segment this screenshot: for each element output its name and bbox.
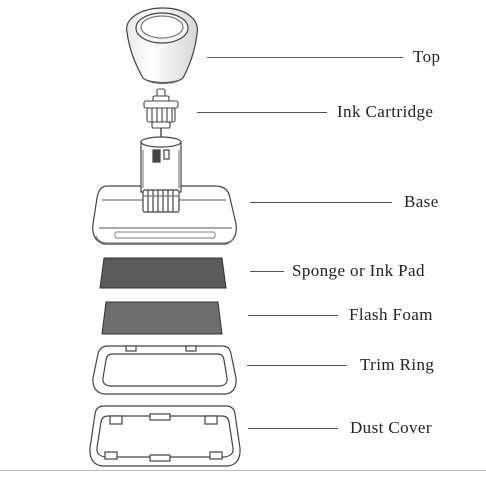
ink-cartridge [143,88,179,142]
label-trim-ring: Trim Ring [360,355,435,374]
leader-line-flash-foam [248,315,338,316]
leader-line-sponge [250,271,284,272]
label-flash-foam: Flash Foam [349,305,433,324]
trim-ring [92,345,237,395]
leader-line-ink-cartridge [197,112,327,113]
label-top: Top [413,47,441,66]
leader-line-top [207,57,403,58]
base [92,136,237,245]
label-base: Base [404,192,439,211]
label-sponge-ink-pad: Sponge or Ink Pad [292,261,425,280]
label-ink-cartridge: Ink Cartridge [337,102,434,121]
dust-cover [89,405,241,467]
leader-line-base [250,202,392,203]
label-dust-cover: Dust Cover [350,418,432,437]
sponge-ink-pad [99,257,227,289]
bottom-divider [0,470,486,471]
top-knob [126,7,198,84]
leader-line-dust-cover [248,428,338,429]
flash-foam [101,301,223,335]
leader-line-trim-ring [247,365,347,366]
